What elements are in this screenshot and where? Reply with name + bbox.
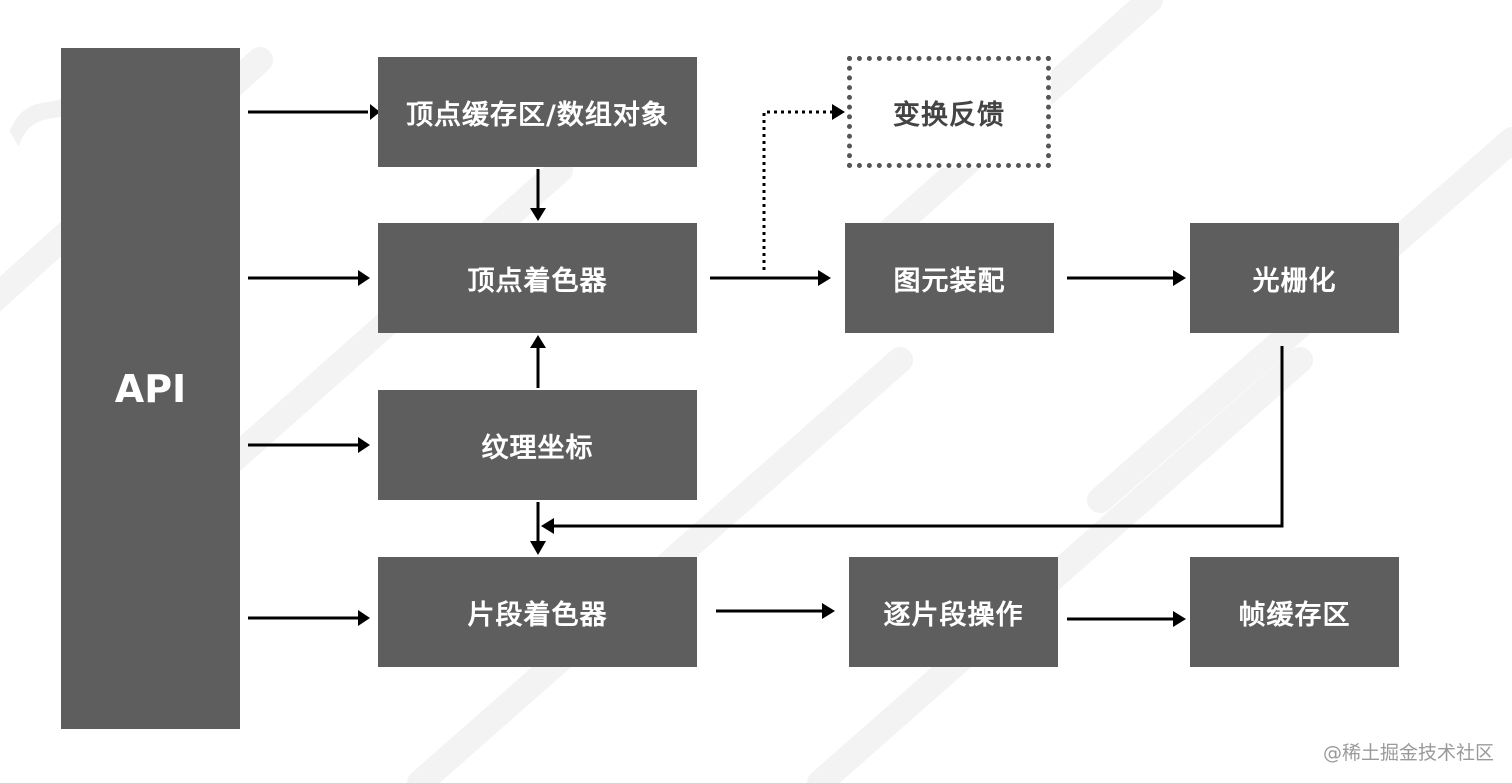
arrowhead	[370, 104, 380, 120]
credit-text: @稀土掘金技术社区	[1322, 742, 1494, 764]
fragment-shader-box: 片段着色器	[378, 557, 697, 667]
vertex-shader-box: 顶点着色器	[378, 223, 697, 333]
texture-coords-box: 纹理坐标	[378, 390, 697, 500]
vertex-buffer-box: 顶点缓存区/数组对象	[378, 57, 697, 167]
arrowhead	[530, 208, 546, 221]
per-fragment-ops-box: 逐片段操作	[849, 557, 1058, 667]
arrowhead	[1173, 611, 1186, 627]
arrowhead	[358, 270, 370, 286]
arrowhead	[530, 335, 546, 348]
arrowhead	[832, 104, 845, 120]
arrowhead	[358, 437, 370, 453]
arrowhead	[818, 270, 831, 286]
transform-feedback-box: 变换反馈	[847, 56, 1051, 168]
arrow-vs-to-tf	[762, 110, 832, 270]
primitive-assembly-box: 图元装配	[845, 223, 1054, 333]
arrowhead	[358, 610, 370, 626]
arrowhead	[530, 541, 546, 555]
arrow-ras-to-fs	[552, 346, 1284, 528]
arrowhead	[1173, 270, 1186, 286]
frame-buffer-box: 帧缓存区	[1190, 557, 1399, 667]
arrowhead	[541, 518, 554, 534]
api-box: API	[61, 48, 240, 729]
arrowhead	[822, 603, 835, 619]
rasterization-box: 光栅化	[1190, 223, 1399, 333]
